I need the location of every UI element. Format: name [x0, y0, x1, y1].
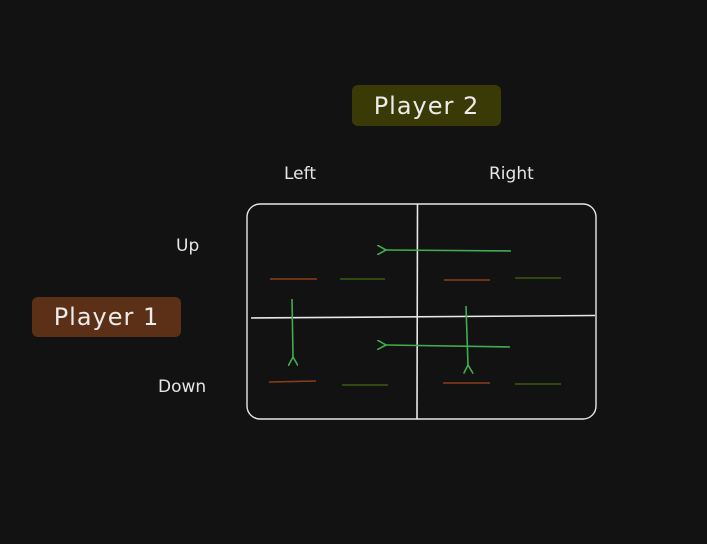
payoff-p1-down-left: [268, 380, 317, 383]
row-header-down: Down: [158, 377, 207, 397]
arrow-up-right-to-up-left: [386, 250, 512, 251]
player-2-label-box: Player 2: [352, 85, 501, 126]
player-1-label: Player 1: [53, 303, 160, 331]
column-header-right: Right: [489, 164, 534, 184]
row-header-up: Up: [176, 236, 200, 256]
matrix-border: [246, 203, 597, 420]
matrix-vertical-divider: [416, 203, 419, 420]
arrow-down-right-to-down-left: [386, 345, 511, 347]
arrow-up-left-to-down-left: [292, 298, 293, 357]
column-header-left: Left: [284, 164, 316, 184]
arrow-up-right-to-down-right: [466, 305, 468, 365]
player-1-label-box: Player 1: [32, 297, 181, 337]
player-2-label: Player 2: [373, 91, 480, 120]
matrix-horizontal-divider: [250, 314, 596, 319]
